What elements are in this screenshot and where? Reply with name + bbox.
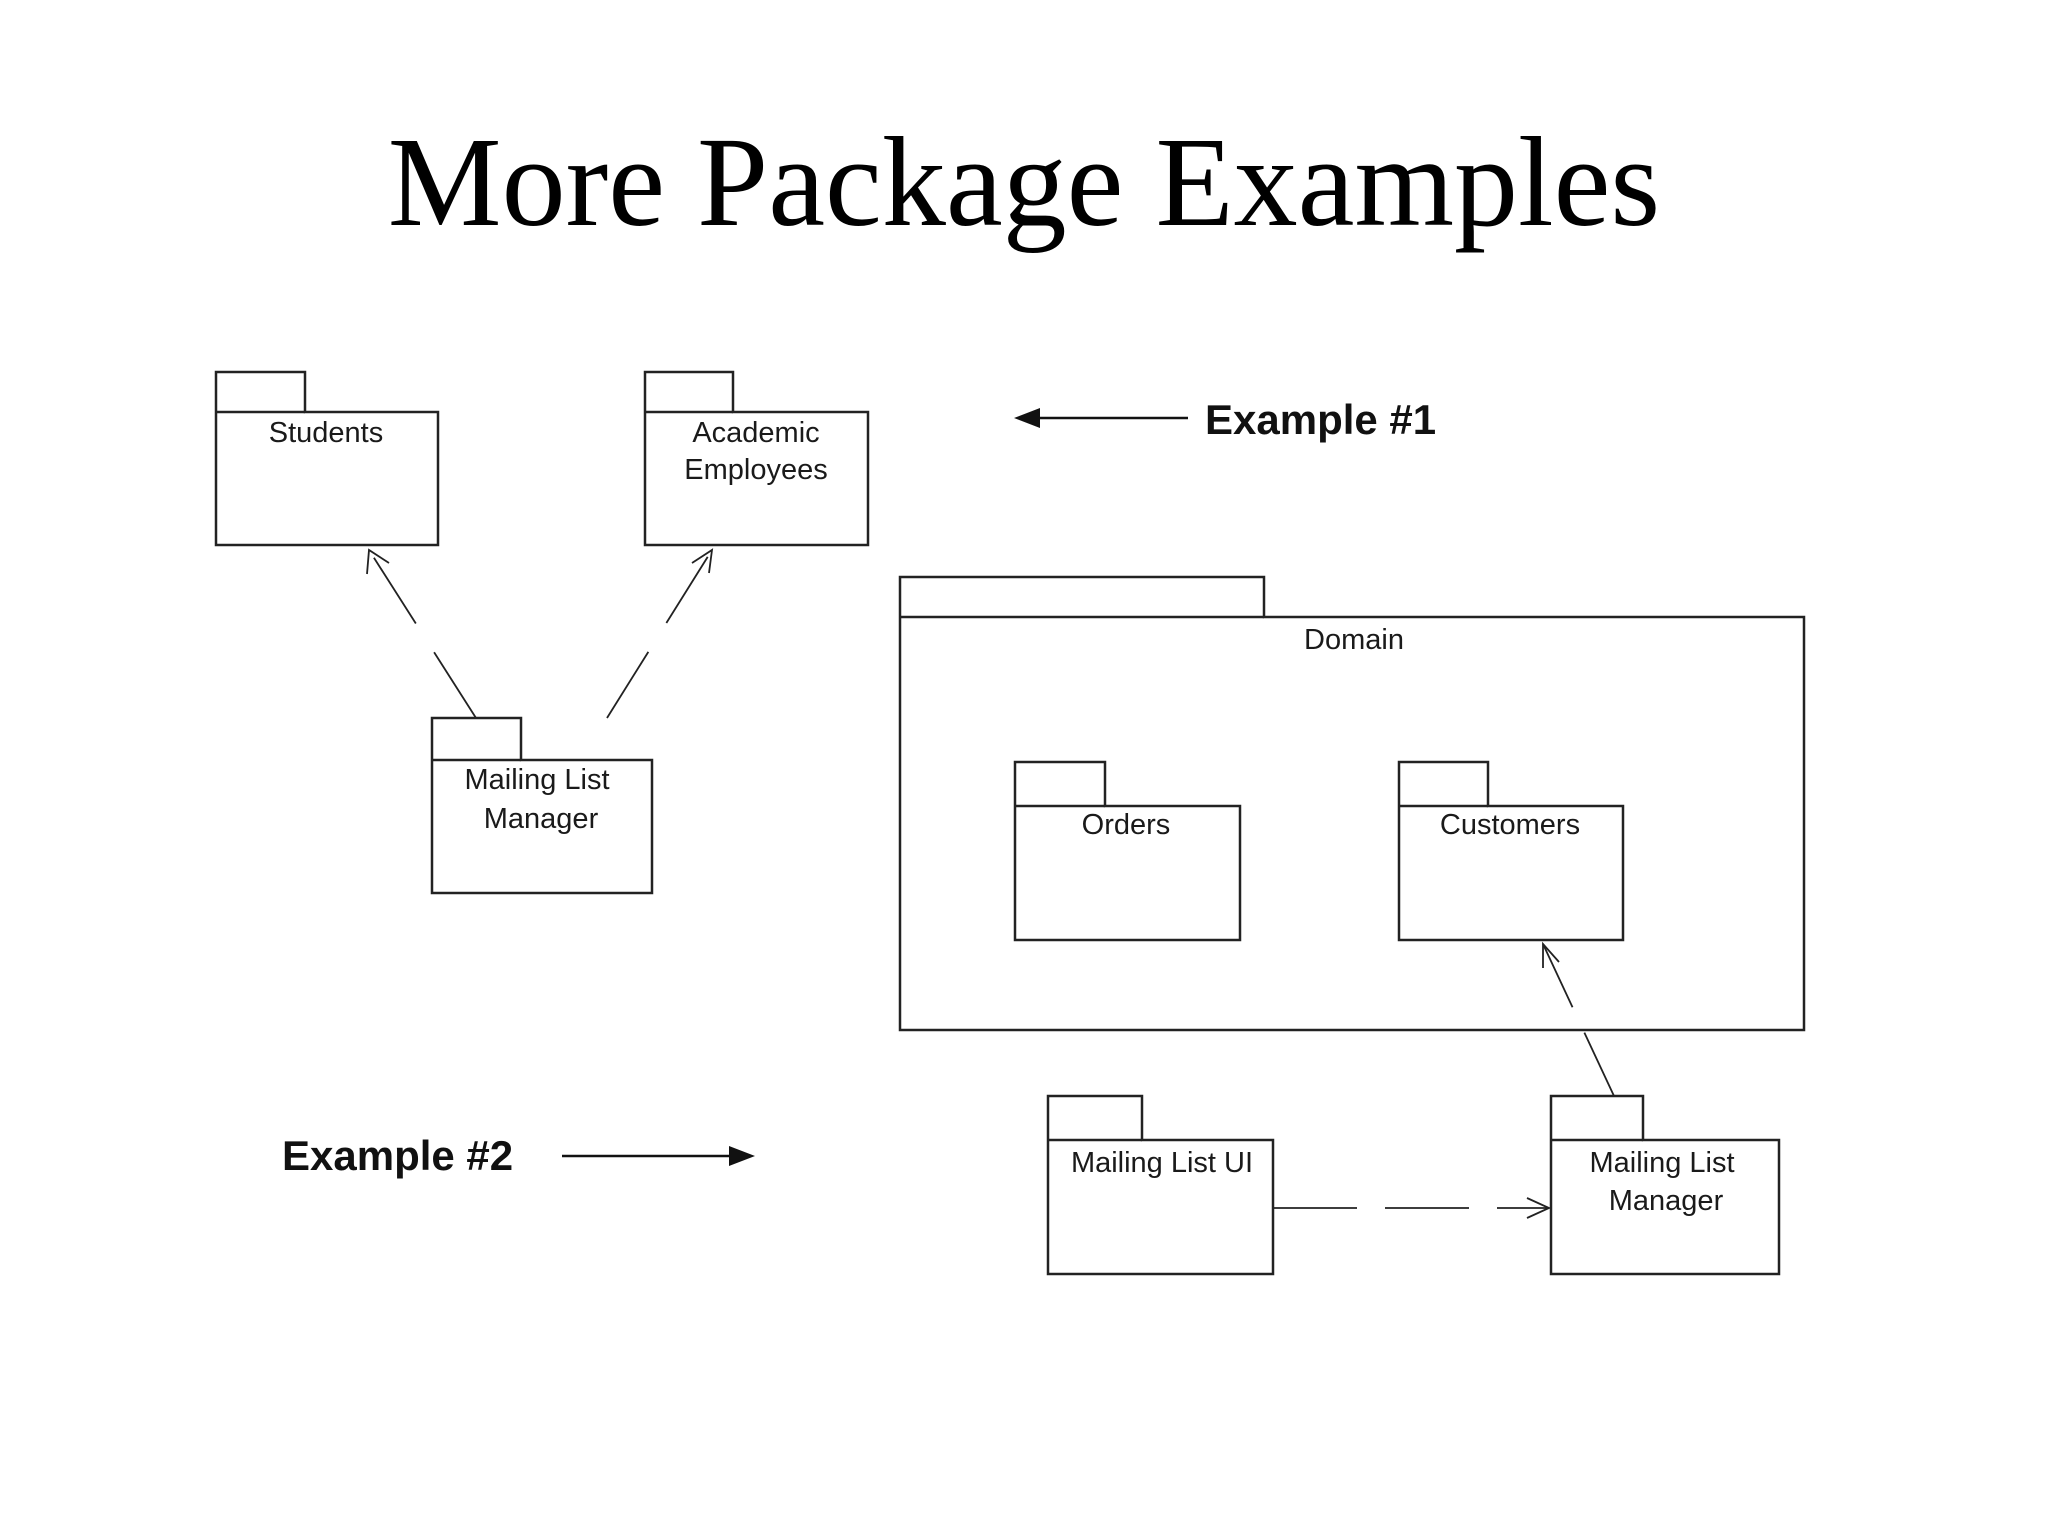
example-2-label: Example #2 [282,1132,513,1179]
package-mailing-list-ui-shape [1046,1094,1275,1276]
package-mailing-list-manager-1-label-line2: Manager [484,803,599,835]
dependency-manager-to-academic-employees [606,548,714,719]
package-mailing-list-manager-2-label-line2: Manager [1609,1185,1724,1217]
dependency-ui-to-manager [1273,1197,1552,1219]
package-academic-employees-shape [643,370,870,547]
example-1-label: Example #1 [1205,396,1436,443]
package-mailing-list-manager-1: Mailing List Manager [430,716,654,895]
package-mailing-list-ui: Mailing List UI [1046,1094,1275,1276]
example-1-callout: Example #1 [1014,396,1436,443]
package-domain-label: Domain [1304,624,1404,656]
package-academic-employees-label-line1: Academic [692,417,819,449]
package-mailing-list-manager-1-shape [430,716,654,895]
package-orders-label: Orders [1082,809,1171,841]
package-mailing-list-manager-2: Mailing List Manager [1549,1094,1781,1276]
package-mailing-list-manager-2-label-line1: Mailing List [1589,1147,1734,1179]
example-2-arrowhead [729,1146,755,1166]
example-2-callout: Example #2 [282,1132,755,1179]
package-students: Students [214,370,440,547]
package-mailing-list-ui-label: Mailing List UI [1071,1147,1253,1179]
package-students-shape [214,370,440,547]
package-customers: Customers [1397,760,1625,942]
package-mailing-list-manager-1-label-line1: Mailing List [464,764,609,796]
package-students-label: Students [269,417,383,449]
package-orders: Orders [1013,760,1242,942]
dependency-manager-to-students [366,548,477,719]
slide-title: More Package Examples [387,111,1661,253]
example-1-arrowhead [1014,408,1040,428]
package-academic-employees-label-line2: Employees [684,454,827,486]
dependency-manager-to-customers [1542,941,1615,1097]
package-customers-label: Customers [1440,809,1580,841]
package-academic-employees: Academic Employees [643,370,870,547]
